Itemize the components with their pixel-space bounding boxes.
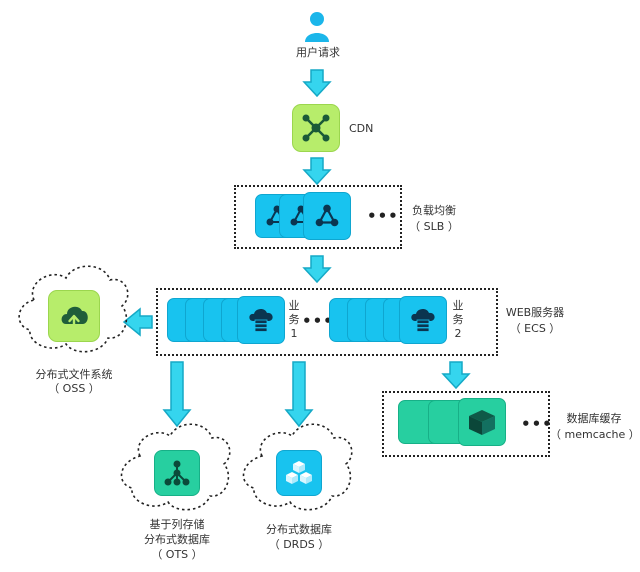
drds-node [276, 450, 322, 496]
ecs1-node-5 [237, 296, 285, 344]
network-hub-icon [302, 114, 330, 142]
business-1-char-b: 务 [288, 313, 300, 326]
business-2-number: 2 [454, 327, 462, 340]
arrow-web-to-cache [441, 361, 471, 390]
oss-code-label: （ OSS ） [48, 382, 100, 395]
drds-cloud-frame [242, 423, 353, 511]
slb-ellipsis: ••• [367, 207, 399, 225]
cloud-server-icon [411, 308, 435, 332]
ots-cloud-frame [120, 423, 231, 511]
business-2-char-a: 业 [452, 299, 464, 312]
business-2-char-b: 务 [452, 313, 464, 326]
arrow-cdn-to-slb [303, 157, 331, 185]
ecs-ellipsis: ••• [302, 312, 334, 330]
blocks-icon [286, 461, 312, 484]
cloud-upload-icon [61, 306, 88, 330]
arrow-web-to-drds [284, 361, 314, 428]
web-server-group [156, 288, 498, 356]
ots-line2-label: 分布式数据库 [144, 533, 210, 546]
ecs2-node-5 [399, 296, 447, 344]
web-name-label: WEB服务器 [505, 306, 565, 319]
web-code-label: （ ECS ） [509, 322, 561, 335]
user-request-label: 用户请求 [296, 46, 340, 59]
oss-node [48, 290, 100, 342]
slb-code-label: （ SLB ） [409, 220, 459, 233]
user-icon [303, 10, 331, 42]
ots-code-label: （ OTS ） [151, 548, 203, 561]
cdn-label: CDN [349, 122, 374, 135]
drds-code-label: （ DRDS ） [268, 538, 330, 551]
slb-node-3 [303, 192, 351, 240]
slb-group [234, 185, 402, 249]
cache-name-label: 数据库缓存 [566, 412, 622, 425]
cloud-server-icon [249, 308, 273, 332]
ots-node [154, 450, 200, 496]
share-nodes-icon [315, 204, 339, 227]
slb-name-label: 负载均衡 [412, 204, 456, 217]
arrow-web-to-oss [122, 307, 153, 337]
cache-group [382, 391, 550, 457]
oss-cloud-frame [18, 265, 129, 353]
tree-nodes-icon [164, 460, 190, 486]
business-1-number: 1 [290, 327, 298, 340]
oss-name-label: 分布式文件系统 [35, 368, 113, 381]
cube-icon [469, 410, 495, 435]
cache-code-label: （ memcache ） [550, 428, 640, 441]
drds-name-label: 分布式数据库 [266, 523, 332, 536]
cdn-node [292, 104, 340, 152]
arrow-web-to-ots [162, 361, 192, 428]
arrow-slb-to-web [303, 255, 331, 283]
cache-node-3 [458, 398, 506, 446]
cache-ellipsis: ••• [521, 415, 553, 433]
business-1-char-a: 业 [288, 299, 300, 312]
arrow-user-to-cdn [303, 69, 331, 97]
ots-line1-label: 基于列存储 [149, 518, 205, 531]
